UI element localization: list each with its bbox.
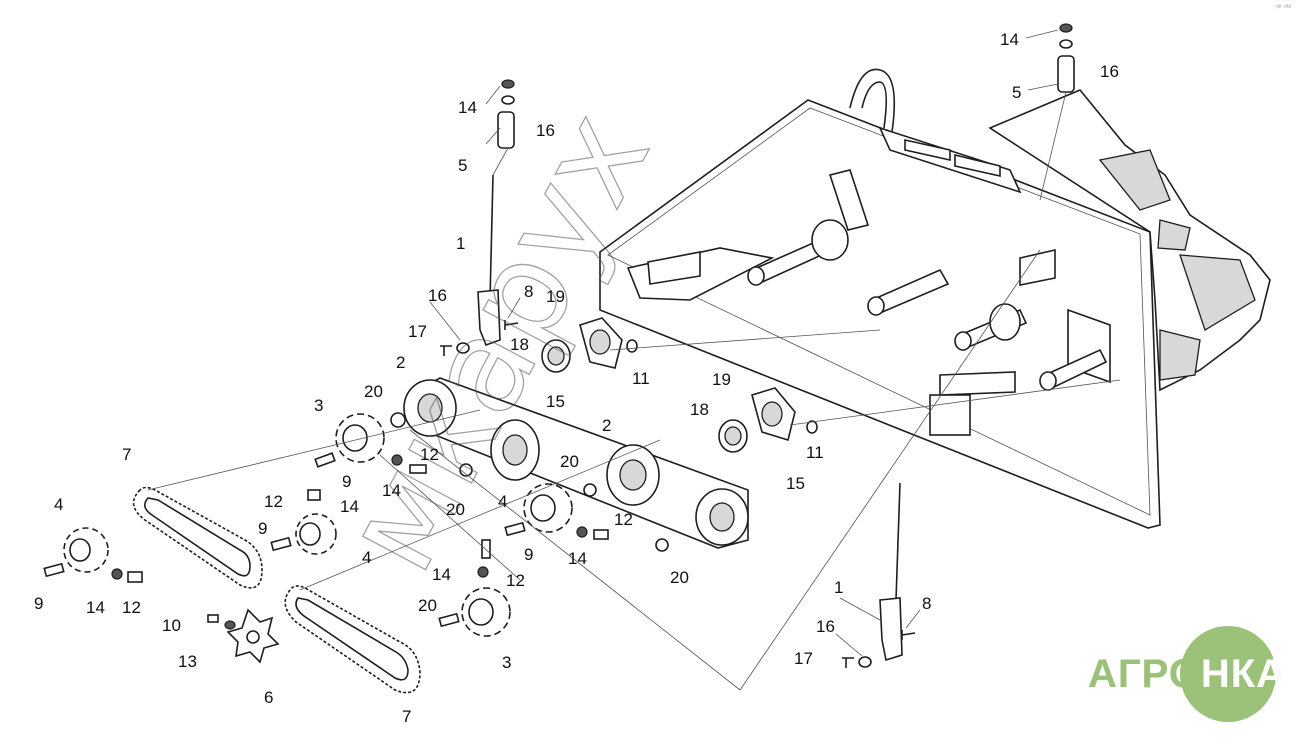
callout-12: 12 bbox=[420, 445, 439, 464]
callout-11: 11 bbox=[806, 443, 824, 462]
callout-18: 18 bbox=[510, 335, 529, 354]
callout-2: 2 bbox=[396, 353, 405, 372]
callout-5: 5 bbox=[1012, 83, 1021, 102]
callout-14: 14 bbox=[340, 497, 359, 516]
callout-1: 1 bbox=[834, 578, 843, 597]
callout-9: 9 bbox=[524, 545, 533, 564]
assembly-guide-lines bbox=[147, 91, 1121, 691]
callout-14: 14 bbox=[86, 598, 105, 617]
callout-2: 2 bbox=[602, 416, 611, 435]
callout-14: 14 bbox=[432, 565, 451, 584]
fasteners bbox=[43, 320, 916, 668]
callout-13: 13 bbox=[178, 652, 197, 671]
callout-labels: 14 16 5 14 16 5 1 16 8 19 17 18 2 3 20 1… bbox=[34, 30, 1119, 726]
callout-8: 8 bbox=[524, 282, 533, 301]
logo-text-left: АГРО bbox=[1088, 652, 1201, 696]
callout-5: 5 bbox=[458, 156, 467, 175]
callout-7: 7 bbox=[402, 707, 411, 726]
callout-12: 12 bbox=[506, 571, 525, 590]
callout-19: 19 bbox=[546, 287, 565, 306]
callout-15: 15 bbox=[546, 392, 565, 411]
bearing-flanges bbox=[541, 317, 796, 453]
callout-14: 14 bbox=[458, 98, 477, 117]
callout-1: 1 bbox=[456, 234, 465, 253]
callout-4: 4 bbox=[362, 548, 371, 567]
callout-9: 9 bbox=[34, 594, 43, 613]
callout-16: 16 bbox=[536, 121, 555, 140]
callout-leaders bbox=[429, 29, 1059, 657]
chain-cover-plate bbox=[403, 377, 749, 549]
logo-circle bbox=[1180, 626, 1276, 722]
callout-10: 10 bbox=[162, 616, 181, 635]
sprockets bbox=[63, 413, 573, 664]
callout-14: 14 bbox=[1000, 30, 1019, 49]
callout-17: 17 bbox=[408, 322, 427, 341]
callout-14: 14 bbox=[568, 549, 587, 568]
callout-11: 11 bbox=[632, 369, 650, 388]
callout-8: 8 bbox=[922, 594, 931, 613]
callout-16: 16 bbox=[816, 617, 835, 636]
logo-text-right: НКА bbox=[1200, 652, 1287, 696]
callout-9: 20 bbox=[418, 596, 437, 615]
callout-4: 4 bbox=[54, 495, 63, 514]
callout-20: 20 bbox=[446, 500, 465, 519]
callout-19: 19 bbox=[712, 370, 731, 389]
callout-16: 16 bbox=[1100, 62, 1119, 81]
callout-9: 9 bbox=[258, 519, 267, 538]
callout-12: 12 bbox=[122, 598, 141, 617]
callout-16: 16 bbox=[428, 286, 447, 305]
callout-17: 17 bbox=[794, 649, 813, 668]
callout-18: 18 bbox=[690, 400, 709, 419]
callout-4: 4 bbox=[498, 492, 507, 511]
roller-chains bbox=[132, 486, 421, 694]
callout-12: 12 bbox=[614, 510, 633, 529]
callout-15: 15 bbox=[786, 474, 805, 493]
tension-levers bbox=[477, 23, 1075, 662]
callout-3: 3 bbox=[502, 653, 511, 672]
callout-12: 12 bbox=[264, 492, 283, 511]
callout-3: 3 bbox=[314, 396, 323, 415]
callout-7: 7 bbox=[122, 445, 131, 464]
callout-20: 20 bbox=[670, 568, 689, 587]
callout-20: 20 bbox=[560, 452, 579, 471]
rear-mechanism bbox=[988, 89, 1271, 392]
callout-14: 14 bbox=[382, 481, 401, 500]
callout-20: 20 bbox=[364, 382, 383, 401]
callout-9: 9 bbox=[342, 472, 351, 491]
callout-6: 6 bbox=[264, 688, 273, 707]
corner-mark: ᵒᵖ ⁿᵃᵃ bbox=[1276, 4, 1291, 11]
brand-logo: АГРОНКА bbox=[1088, 652, 1286, 697]
